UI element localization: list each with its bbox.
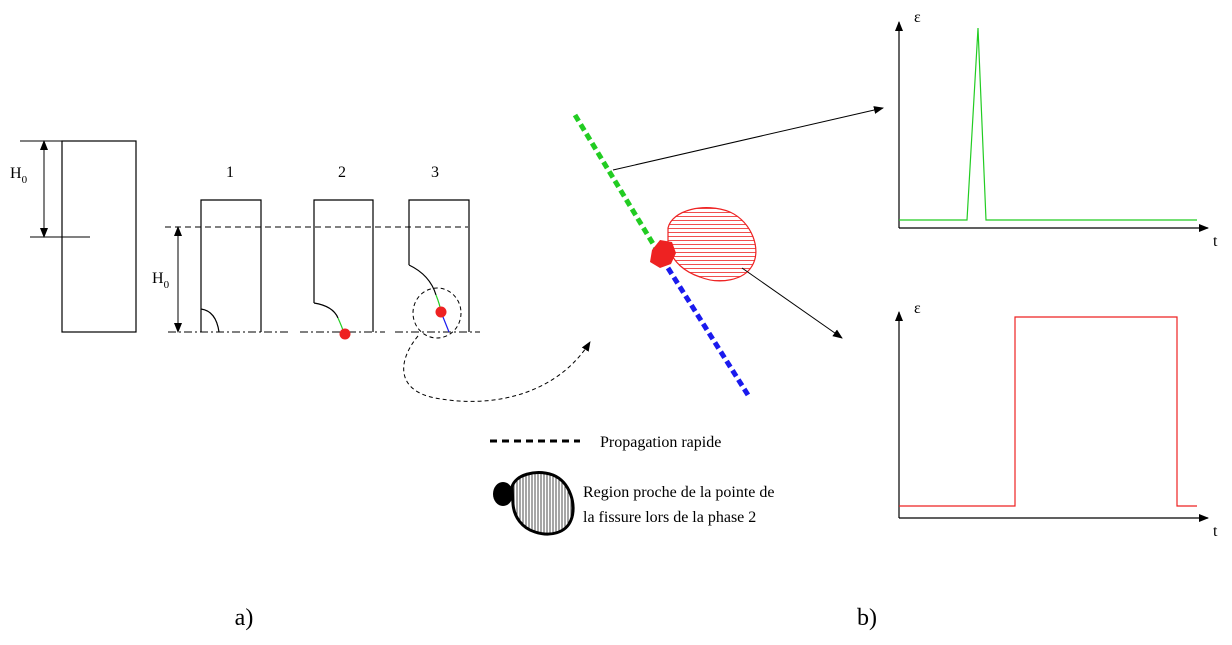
zoom-arrow [403, 335, 591, 402]
caption-a: a) [235, 605, 254, 631]
plot-top: ε t [895, 9, 1218, 250]
step-1-specimen: 1 [200, 164, 262, 333]
plot-bottom-y-label: ε [914, 300, 921, 317]
legend-region-line2: la fissure lors de la phase 2 [583, 509, 756, 526]
plot-top-x-label: t [1213, 233, 1218, 250]
step-2-specimen: 2 [313, 164, 374, 340]
caption-b: b) [857, 605, 877, 631]
crack-tip-zone [650, 240, 676, 268]
plot-bottom-signal [899, 316, 1197, 507]
reference-specimen: H0 [10, 140, 137, 333]
zoom-detail [572, 106, 884, 397]
height-label-left: H0 [10, 165, 28, 186]
crack-green-dashed [572, 113, 661, 254]
legend-region-sample [510, 471, 575, 536]
step-2-label: 2 [338, 164, 346, 181]
plot-bottom: ε t [895, 300, 1218, 540]
legend-dashed-label: Propagation rapide [600, 434, 721, 451]
arrow-to-bottom-plot [741, 267, 843, 339]
plot-bottom-x-label: t [1213, 523, 1218, 540]
legend-tip-sample [493, 482, 513, 506]
plot-top-signal [899, 27, 1197, 221]
step-3-specimen: 3 [408, 164, 470, 339]
arrow-to-top-plot [612, 106, 884, 171]
panel-a: H0 H0 1 2 3 [10, 140, 591, 631]
legend-region-line1: Region proche de la pointe de [583, 484, 775, 501]
crack-tip-marker-3 [435, 306, 447, 318]
step-1-label: 1 [226, 164, 234, 181]
legend: Propagation rapide Region proche de la p… [490, 434, 775, 536]
crack-tip-marker-2 [339, 328, 351, 340]
step-3-label: 3 [431, 164, 439, 181]
height-label-steps: H0 [152, 270, 170, 291]
plot-top-y-label: ε [914, 9, 921, 26]
zoom-circle [412, 287, 462, 339]
near-tip-region [667, 207, 757, 282]
crack-blue-dashed [665, 266, 751, 397]
